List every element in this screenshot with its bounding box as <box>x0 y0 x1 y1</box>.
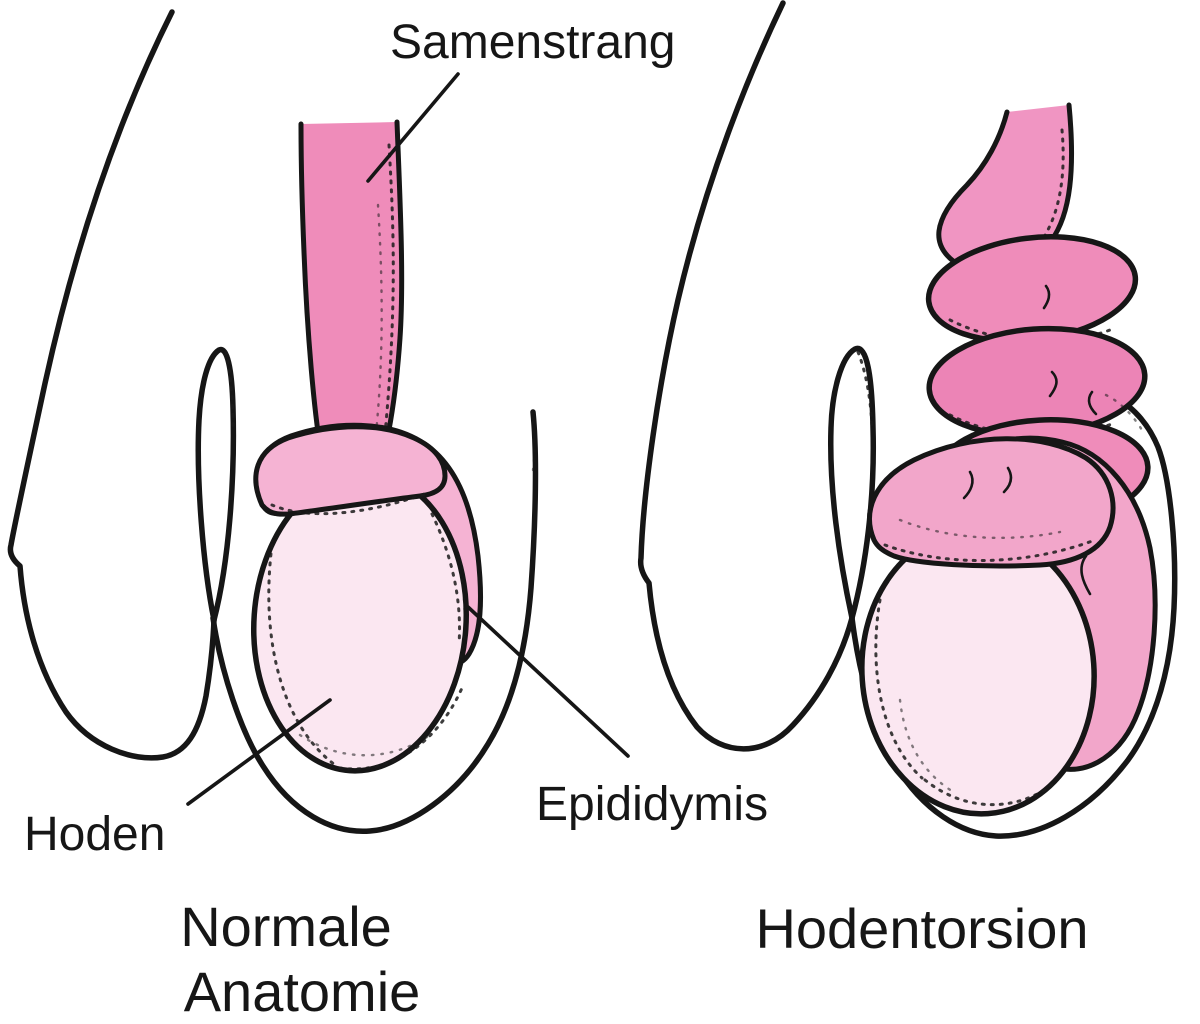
head-vein-2 <box>962 470 974 500</box>
left-scrotum-end-stipple <box>530 410 536 472</box>
caption-normal-line2: Anatomie <box>184 960 421 1023</box>
left-testicle-stipple-inner <box>298 733 432 757</box>
mass-vein-3 <box>1080 554 1092 596</box>
label-epididymis: Epididymis <box>536 778 768 831</box>
right-body-contour <box>637 0 855 752</box>
samenstrang-leader-line <box>366 72 460 183</box>
left-epididymis-scallop-stipple <box>270 490 432 516</box>
left-epididymis-inner-stipple <box>430 512 461 646</box>
right-head-stipple-2 <box>898 518 1062 540</box>
left-epididymis-head <box>253 424 448 517</box>
panel-normal-anatomy <box>7 9 539 834</box>
left-fold-stipple <box>224 350 235 430</box>
head-vein-1 <box>1002 466 1013 494</box>
coil-1-vein <box>1042 284 1051 310</box>
left-testicle-stipple-bottom <box>338 686 464 771</box>
right-epididymis-head <box>867 436 1116 569</box>
coil-2-vein-a <box>1048 370 1058 398</box>
right-cord-tube <box>938 105 1072 273</box>
right-testicle-stipple-bottom <box>923 778 1054 807</box>
label-hoden: Hoden <box>24 808 165 861</box>
left-spermatic-cord <box>301 122 402 470</box>
left-testicle-stipple-left <box>267 543 337 767</box>
right-fold-stipple <box>856 350 874 430</box>
left-cord-stipple-2 <box>372 203 383 454</box>
coil-2-vein-b <box>1087 390 1098 416</box>
right-head-stipple <box>883 538 1097 562</box>
hoden-leader-line <box>186 698 332 806</box>
panel-torsion <box>637 0 1178 839</box>
caption-torsion: Hodentorsion <box>755 897 1088 960</box>
caption-normal-line1: Normale <box>180 895 392 958</box>
left-scrotal-fold <box>195 346 237 623</box>
epididymis-leader-line <box>466 605 630 758</box>
left-cord-left-edge <box>298 121 328 471</box>
left-body-contour <box>7 9 217 761</box>
right-testicle-stipple-left <box>874 598 924 780</box>
left-testicle-stipple-right <box>448 578 466 697</box>
right-tube-stipple <box>1038 128 1065 245</box>
label-samenstrang: Samenstrang <box>390 16 676 69</box>
